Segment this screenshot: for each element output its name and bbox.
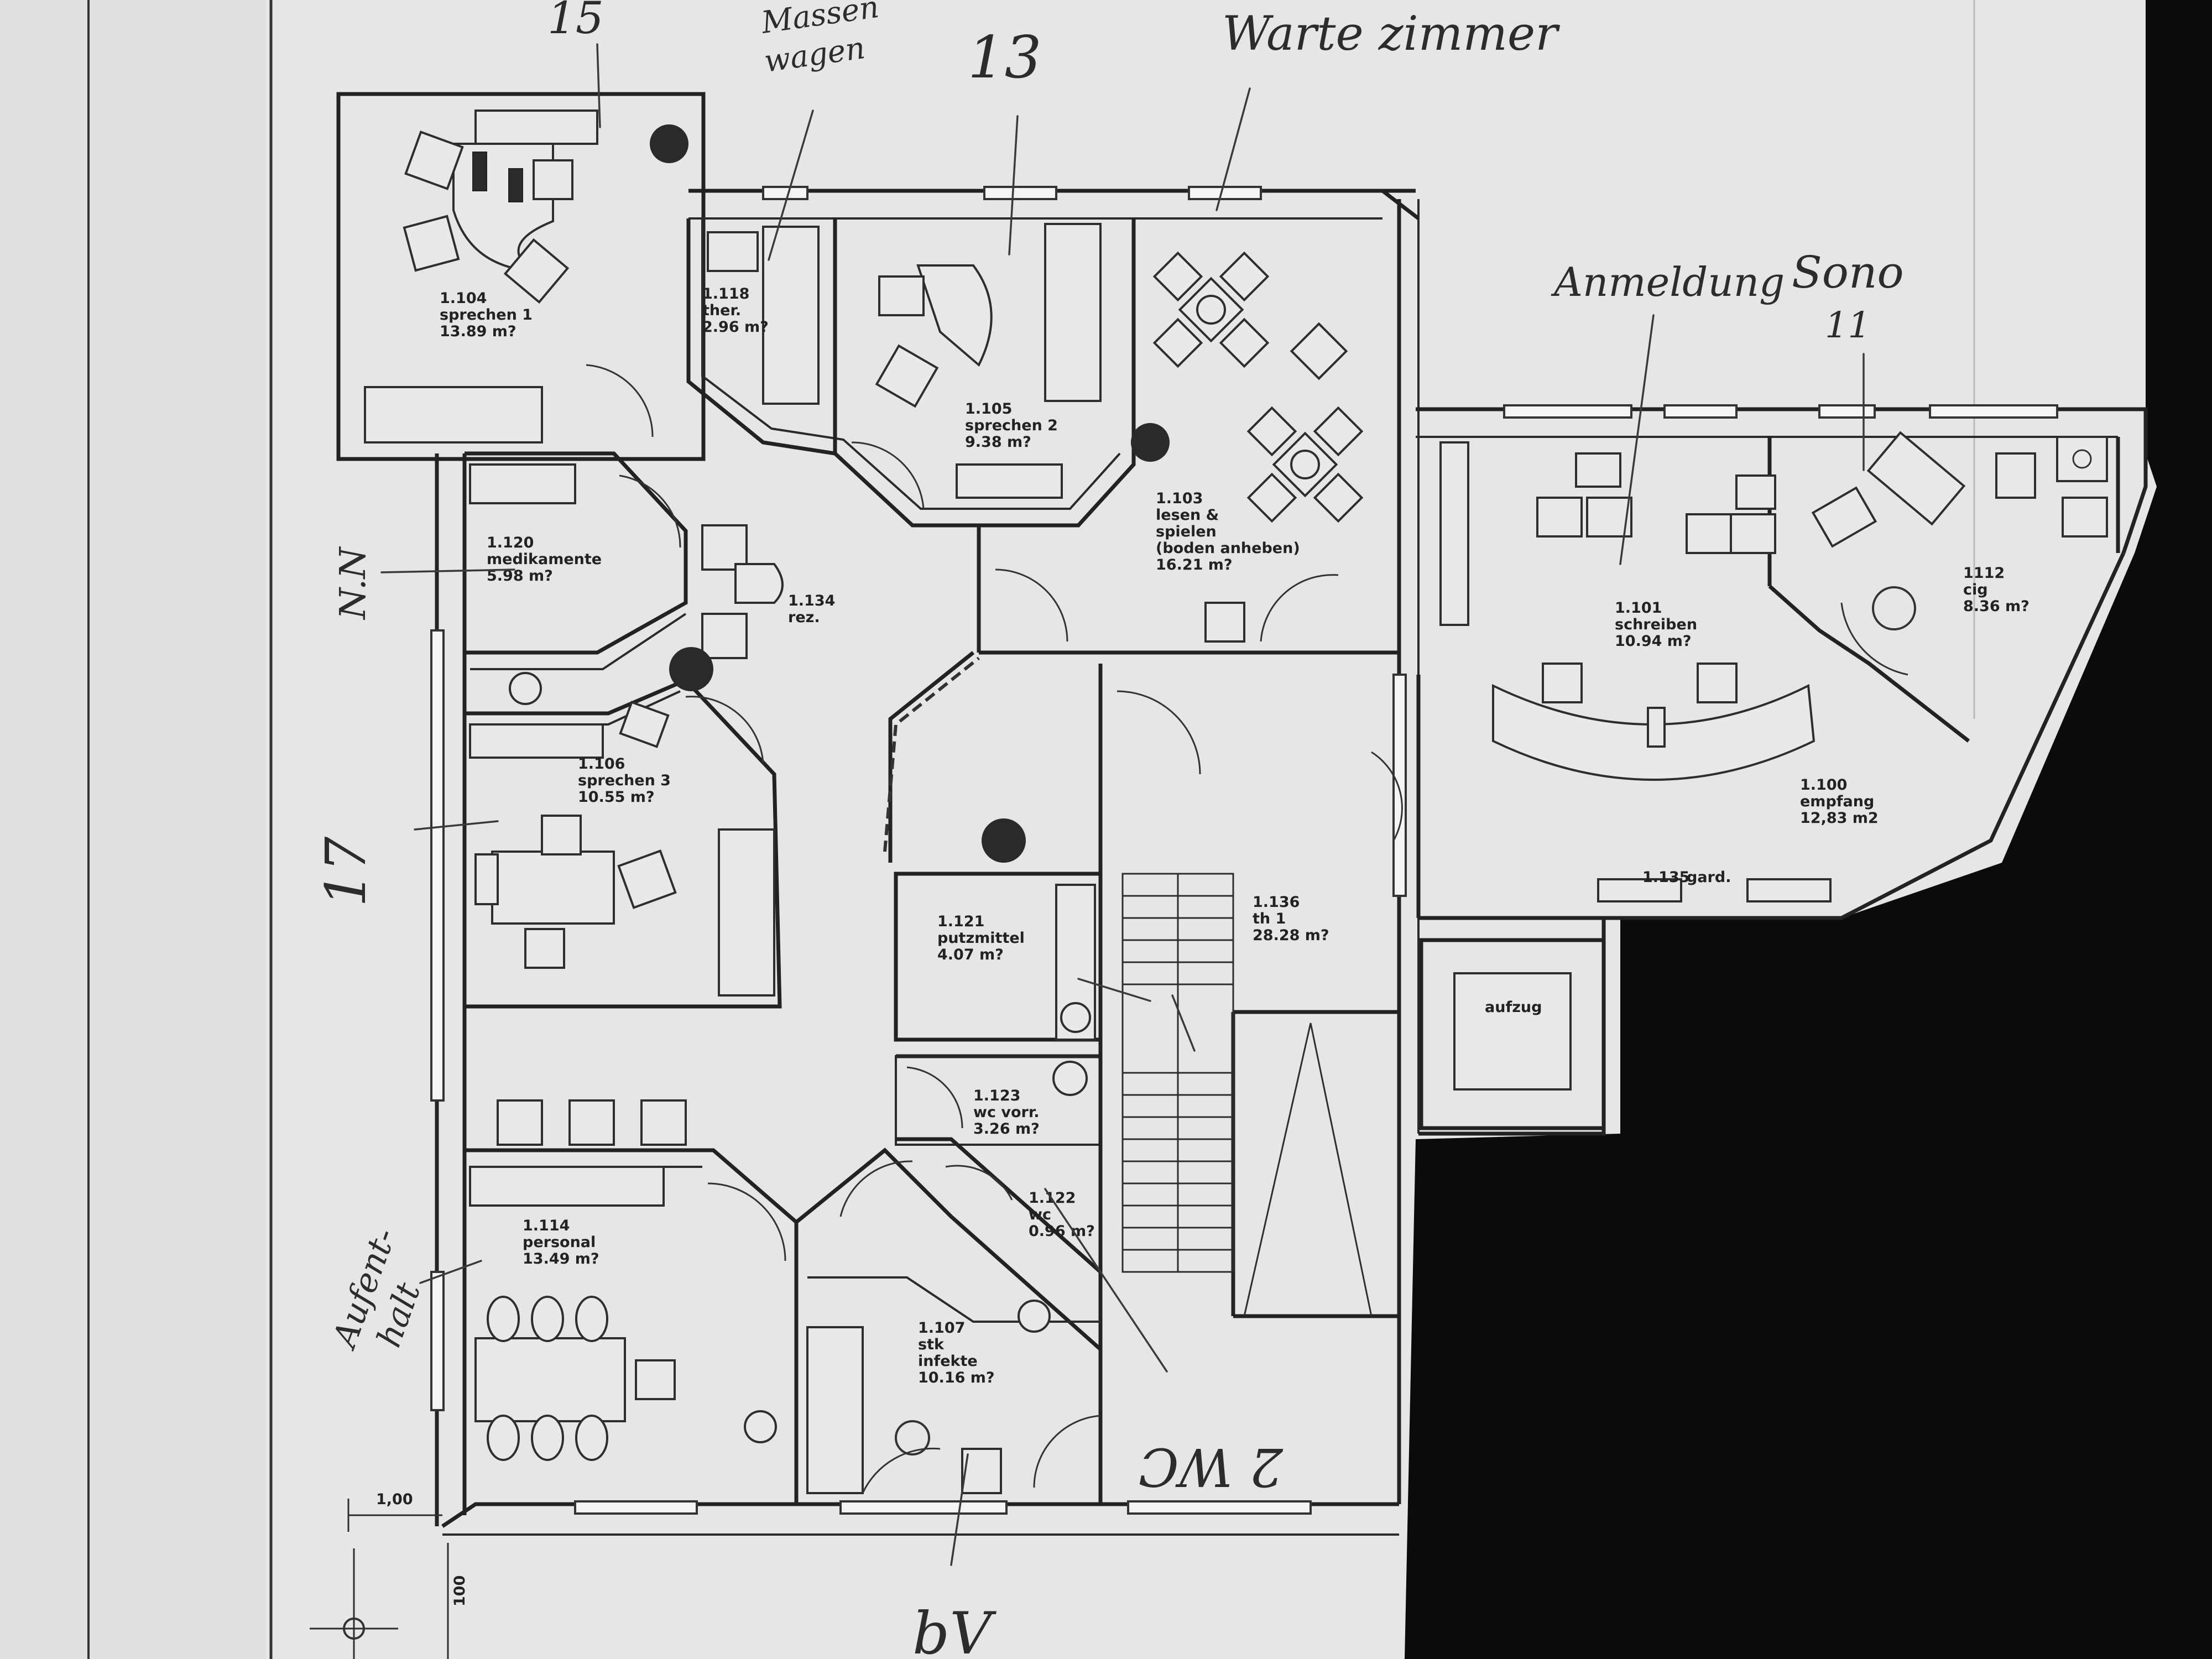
room-name: sprechen 2 [965,417,1058,434]
room-id: 1.107 [918,1319,965,1337]
note-2wc: 2 WC [1139,1436,1284,1497]
room-area: 3.26 m? [973,1120,1040,1138]
room-id: 1.121 [937,913,984,930]
room-area: 4.07 m? [937,946,1004,963]
room-name: th 1 [1253,910,1286,927]
elevator [1419,938,1606,1130]
note-wartezimmer: Warte zimmer [1222,7,1560,61]
room-area: 13.49 m? [523,1250,599,1267]
dimension-label: 100 [451,1575,468,1606]
stairs [1121,873,1373,1317]
room-name: empfang [1800,793,1874,810]
room-name: wc [1029,1206,1051,1223]
room-name: rez. [788,609,820,626]
room-area: 0.96 m? [1029,1223,1095,1240]
room-name: gard. [1687,869,1731,886]
room-name: cig [1963,581,1988,598]
note-anmeldung: Anmeldung [1551,259,1785,305]
room-name: putzmittel [937,930,1025,947]
room-name: personal [523,1234,596,1251]
room-name: sprechen 3 [578,772,671,789]
room-id: 1.105 [965,400,1012,418]
note-nn: N.N [332,546,374,620]
room-area: 8.36 m? [1963,598,2030,615]
room-name: lesen & [1156,507,1219,524]
room-id: 1.123 [973,1087,1020,1104]
room-id: 1.100 [1800,776,1847,794]
room-area: 10.94 m? [1615,633,1692,650]
room-area: 9.38 m? [965,434,1031,451]
room-area: 28.28 m? [1253,927,1329,944]
room-id: 1.106 [578,755,625,773]
room-id: 1.114 [523,1217,570,1234]
room-id: 1.104 [440,290,487,307]
note-sono: Sono [1792,247,1904,298]
handwritten-notes: 15 Massen wagen 13 Warte zimmer Anmeldun… [314,0,1904,1659]
dimension-label: 1,00 [376,1491,413,1508]
room-name: (boden anheben) [1156,540,1300,557]
note-15: 15 [547,0,604,44]
room-name: sprechen 1 [440,306,533,324]
room-area: 12,83 m2 [1800,810,1879,827]
room-id: 1112 [1963,565,2005,582]
room-id: 1.103 [1156,490,1203,507]
room-id: 1.118 [702,285,749,302]
room-name: medikamente [487,551,602,568]
room-id: 1.101 [1615,599,1662,617]
room-name: infekte [918,1353,978,1370]
note-bv: bV [912,1600,997,1659]
room-name: schreiben [1615,616,1697,633]
room-area: 16.21 m? [1156,556,1233,573]
room-area: 2.96 m? [702,319,769,336]
room-area: 13.89 m? [440,323,517,340]
room-labels: 1.104 sprechen 1 13.89 m? 1.118 ther. 2.… [376,285,2030,1606]
room-id: 1.134 [788,592,835,609]
room-id: 1.135 [1642,869,1689,886]
room-area: 10.16 m? [918,1369,995,1386]
furniture [364,109,2108,1494]
room-name: stk [918,1336,945,1353]
note-13: 13 [968,24,1042,91]
room-id: 1.120 [487,534,534,551]
doors [586,364,1908,1494]
room-id: 1.136 [1253,894,1300,911]
note-sono: 11 [1825,305,1871,346]
room-area: 10.55 m? [578,789,655,806]
room-name: ther. [702,302,741,319]
windows [430,186,2058,1515]
note-17: 17 [314,836,378,907]
room-name: wc vorr. [973,1104,1040,1121]
dimension-marks [310,1499,449,1659]
elevator-label: aufzug [1485,999,1542,1016]
room-name: spielen [1156,523,1217,540]
